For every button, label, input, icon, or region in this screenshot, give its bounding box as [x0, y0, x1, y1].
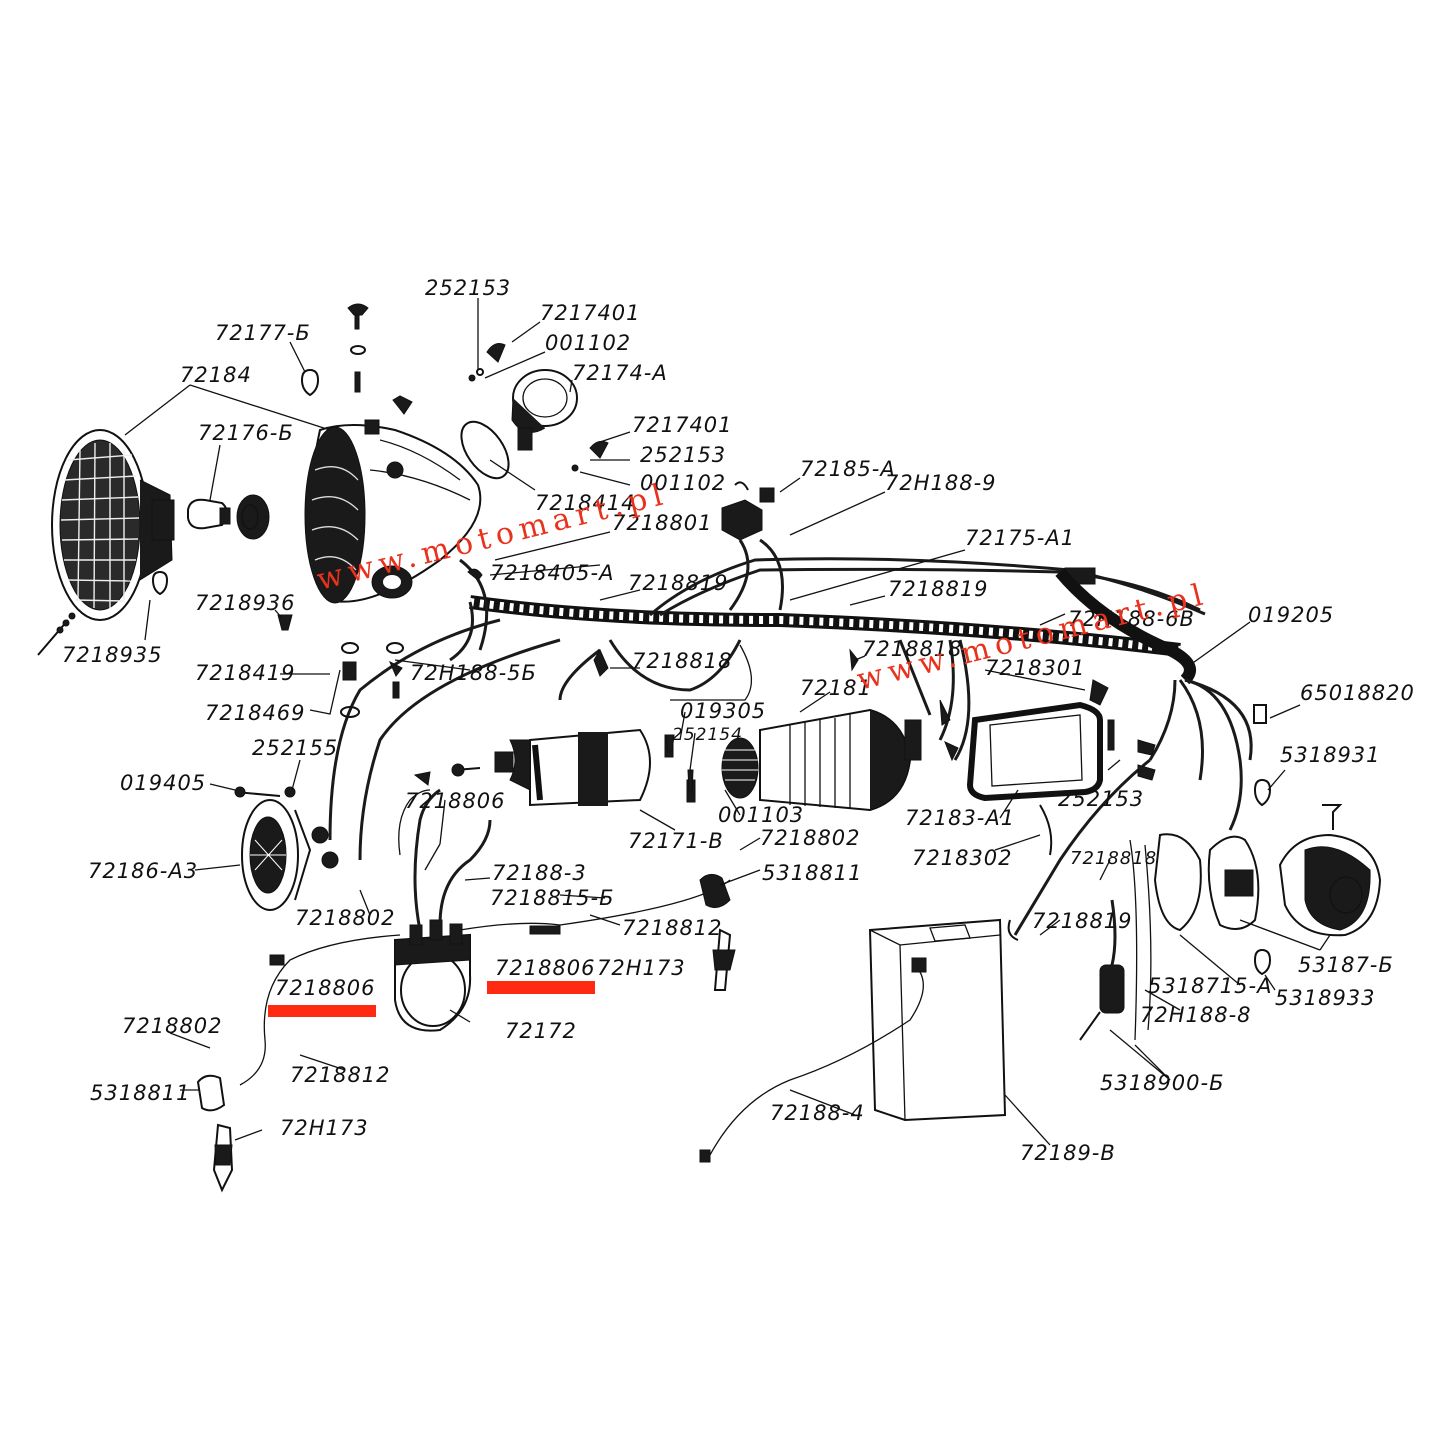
label-7218301: 7218301	[985, 656, 1086, 680]
battery	[699, 918, 1007, 1163]
label-7218819-c: 7218819	[1032, 909, 1133, 933]
label-252155: 252155	[252, 736, 338, 760]
label-252153-c: 252153	[1058, 787, 1144, 811]
label-72h188-9: 72H188-9	[885, 471, 997, 495]
label-019305: 019305	[680, 699, 766, 723]
label-7218936: 7218936	[195, 591, 296, 615]
label-72h173: 72H173	[597, 956, 686, 980]
label-72h188-6b: 72H188-6B	[1068, 607, 1195, 631]
label-65018820: 65018820	[1300, 681, 1415, 705]
label-7218818-c: 7218818	[1070, 848, 1157, 869]
label-001102: 001102	[545, 331, 631, 355]
label-7218469: 7218469	[205, 701, 306, 725]
horn	[234, 786, 339, 911]
label-5318811-b: 5318811	[90, 1081, 191, 1105]
headlight-shell	[304, 419, 482, 604]
small-bulb-72177	[300, 368, 320, 397]
highlight-bar-7218806-left	[268, 1005, 376, 1017]
label-7217401: 7217401	[540, 301, 641, 325]
label-72181: 72181	[800, 676, 872, 700]
label-72172: 72172	[505, 1019, 577, 1043]
label-5318900-b: 5318900-Б	[1100, 1071, 1225, 1095]
label-72h188-5b: 72H188-5Б	[410, 661, 537, 685]
speedometer	[460, 343, 609, 480]
label-72188-4: 72188-4	[770, 1101, 865, 1125]
label-72183-a1: 72183-A1	[905, 806, 1015, 830]
small-bulb-7218935	[151, 570, 169, 596]
label-7218819: 7218819	[628, 571, 729, 595]
bulb-holder	[236, 494, 270, 540]
tail-light-switch	[1153, 704, 1382, 976]
label-019405: 019405	[120, 771, 206, 795]
label-7218806-c: 7218806	[275, 976, 376, 1000]
generator	[721, 708, 922, 812]
label-7218819-b: 7218819	[888, 577, 989, 601]
headlight-lens	[51, 429, 175, 621]
label-5318931: 5318931	[1280, 743, 1381, 767]
label-7218806: 7218806	[405, 789, 506, 813]
label-5318811: 5318811	[762, 861, 863, 885]
label-7218812-b: 7218812	[290, 1063, 391, 1087]
label-7218935: 7218935	[62, 643, 163, 667]
leader-lines	[124, 298, 1331, 1146]
label-72185-a: 72185-A	[800, 457, 896, 481]
bulb-72176	[187, 498, 231, 530]
label-72h173-b: 72H173	[280, 1116, 369, 1140]
label-7218815-b: 7218815-Б	[490, 886, 615, 910]
label-7218414: 7218414	[535, 491, 636, 515]
label-7218818-b: 7218818	[862, 637, 963, 661]
label-252154: 252154	[672, 725, 743, 745]
label-7218806-b: 7218806	[495, 956, 596, 980]
label-7218802: 7218802	[760, 826, 861, 850]
screw-7218935	[37, 612, 76, 656]
label-7218802-c: 7218802	[122, 1014, 223, 1038]
label-7218818: 7218818	[632, 649, 733, 673]
label-7217401-b: 7217401	[632, 413, 733, 437]
voltage-regulator	[966, 679, 1156, 802]
brake-switch	[1079, 839, 1152, 1041]
plug-cap-right	[699, 874, 736, 991]
label-72184: 72184	[180, 363, 252, 387]
label-7218405-a: 7218405-A	[490, 561, 614, 585]
label-001102-b: 001102	[640, 471, 726, 495]
switch-72185	[721, 481, 775, 541]
distributor	[239, 788, 731, 1086]
harness	[328, 538, 1253, 936]
connector-7218806	[269, 925, 561, 966]
label-72177-b: 72177-Б	[215, 321, 311, 345]
label-252153: 252153	[425, 276, 511, 300]
label-7218802-b: 7218802	[295, 906, 396, 930]
label-252153-b: 252153	[640, 443, 726, 467]
label-72176-b: 72176-Б	[198, 421, 294, 445]
label-72171-b: 72171-B	[628, 829, 724, 853]
highlights	[268, 981, 595, 1017]
label-5318933: 5318933	[1275, 986, 1376, 1010]
label-72174-a: 72174-A	[572, 361, 668, 385]
label-001103: 001103	[718, 803, 804, 827]
label-019205: 019205	[1248, 603, 1334, 627]
part-labels: 252153 7217401 001102 72174-A 72177-Б 72…	[62, 276, 1415, 1165]
label-53187-b: 53187-Б	[1298, 953, 1394, 977]
label-72186-a3: 72186-A3	[88, 859, 198, 883]
label-7218419: 7218419	[195, 661, 296, 685]
label-72h188-8: 72H188-8	[1140, 1003, 1252, 1027]
plug-cap-left	[196, 1074, 234, 1193]
label-5318715-a: 5318715-A	[1148, 974, 1272, 998]
label-72188-3: 72188-3	[492, 861, 587, 885]
highlight-bar-7218806-right	[487, 981, 595, 994]
label-72189-b: 72189-B	[1020, 1141, 1116, 1165]
label-72175-a1: 72175-A1	[965, 526, 1075, 550]
label-7218812: 7218812	[622, 916, 723, 940]
label-7218302: 7218302	[912, 846, 1013, 870]
label-7218801: 7218801	[612, 511, 713, 535]
small-fittings	[277, 568, 1053, 941]
top-screw	[347, 303, 413, 415]
